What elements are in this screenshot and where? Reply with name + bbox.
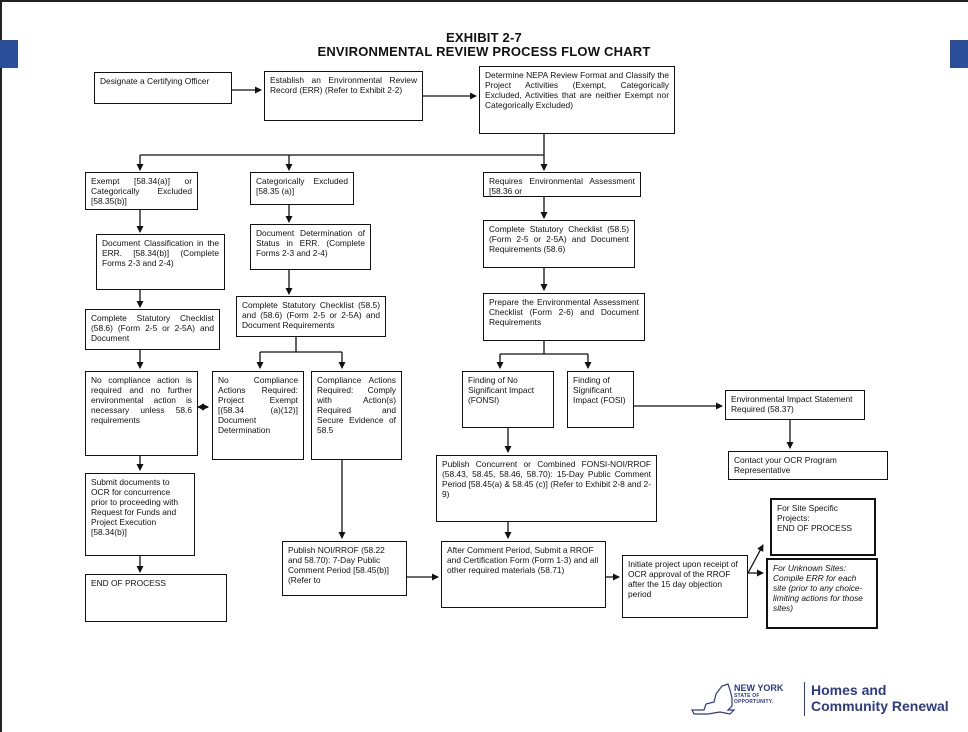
designate-officer-box: Designate a Certifying Officer xyxy=(94,72,232,104)
submit-documents-box: Submit documents to OCR for concurrence … xyxy=(85,473,195,556)
hcr-wordmark: Homes and Community Renewal xyxy=(811,682,949,714)
new-york-wordmark: NEW YORK STATE OF OPPORTUNITY. xyxy=(734,683,784,706)
no-compliance-required-box: No compliance action is required and no … xyxy=(85,371,198,456)
prepare-ea-checklist-box: Prepare the Environmental Assessment Che… xyxy=(483,293,645,341)
complete-statutory-ea-box: Complete Statutory Checklist (58.5) (For… xyxy=(483,220,635,268)
hcr-line1: Homes and xyxy=(811,682,887,698)
publish-noi-box: Publish NOI/RROF (58.22 and 58.70): 7-Da… xyxy=(282,541,407,596)
document-determination-box: Document Determination of Status in ERR.… xyxy=(250,224,371,270)
exhibit-title: EXHIBIT 2-7 xyxy=(446,30,522,45)
site-specific-end-box: For Site Specific Projects: END OF PROCE… xyxy=(770,498,876,556)
accent-bar-right xyxy=(950,40,968,68)
requires-ea-box: Requires Environmental Assessment [58.36… xyxy=(483,172,641,197)
initiate-project-box: Initiate project upon receipt of OCR app… xyxy=(622,555,748,618)
slide-top-border xyxy=(0,0,968,2)
ny-line2: STATE OF xyxy=(734,693,760,699)
determine-nepa-box: Determine NEPA Review Format and Classif… xyxy=(479,66,675,134)
ny-line1: NEW YORK xyxy=(734,683,784,693)
publish-concurrent-box: Publish Concurrent or Combined FONSI-NOI… xyxy=(436,455,657,522)
establish-err-box: Establish an Environmental Review Record… xyxy=(264,71,423,121)
logo-divider xyxy=(804,682,805,716)
categorically-excluded-box: Categorically Excluded [58.35 (a)] xyxy=(250,172,354,205)
slide-left-border xyxy=(0,0,2,732)
unknown-sites-box: For Unknown Sites: Compile ERR for each … xyxy=(766,558,878,629)
end-of-process-left-box: END OF PROCESS xyxy=(85,574,227,622)
document-classification-box: Document Classification in the ERR. [58.… xyxy=(96,234,225,290)
new-york-state-outline-icon xyxy=(691,683,736,715)
hcr-line2: Community Renewal xyxy=(811,698,949,714)
eis-required-box: Environmental Impact Statement Required … xyxy=(725,390,865,420)
complete-statutory-exempt-box: Complete Statutory Checklist (58.6) (For… xyxy=(85,309,220,350)
complete-statutory-cat-box: Complete Statutory Checklist (58.5) and … xyxy=(236,296,386,337)
after-comment-period-box: After Comment Period, Submit a RROF and … xyxy=(441,541,606,608)
fonsi-box: Finding of No Significant Impact (FONSI) xyxy=(462,371,554,428)
chart-title: ENVIRONMENTAL REVIEW PROCESS FLOW CHART xyxy=(317,44,651,59)
accent-bar-left xyxy=(0,40,18,68)
exempt-box: Exempt [58.34(a)] or Categorically Exclu… xyxy=(85,172,198,210)
nys-hcr-logo: NEW YORK STATE OF OPPORTUNITY. Homes and… xyxy=(690,672,960,720)
ny-line3: OPPORTUNITY. xyxy=(734,699,774,705)
contact-ocr-box: Contact your OCR Program Representative xyxy=(728,451,888,480)
no-compliance-actions-box: No Compliance Actions Required: Project … xyxy=(212,371,304,460)
compliance-required-box: Compliance Actions Required: Comply with… xyxy=(311,371,402,460)
fosi-box: Finding of Significant Impact (FOSI) xyxy=(567,371,634,428)
